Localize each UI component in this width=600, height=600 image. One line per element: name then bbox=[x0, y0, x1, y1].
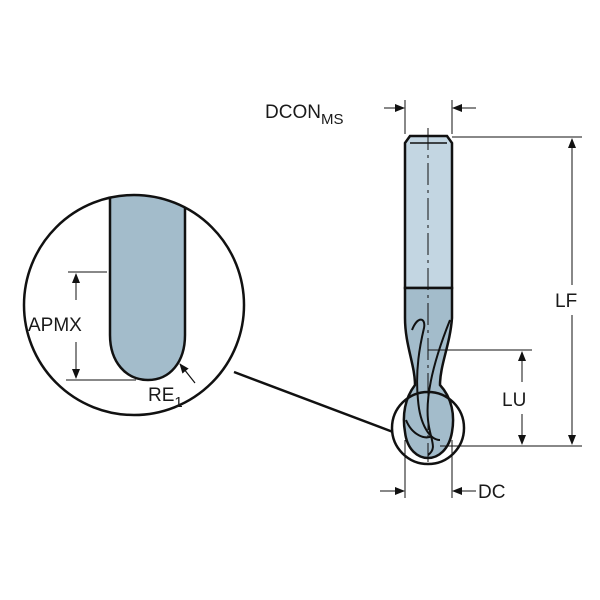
detail-leader-line bbox=[233, 370, 394, 434]
lu-label: LU bbox=[502, 390, 526, 411]
re-label: RE1 bbox=[148, 385, 183, 411]
dcon-label: DCONMS bbox=[265, 102, 343, 128]
lf-dimension bbox=[440, 136, 582, 447]
apmx-label: APMX bbox=[28, 315, 82, 336]
detail-marker-circle bbox=[390, 390, 466, 466]
dc-dimension bbox=[380, 440, 476, 498]
lu-dimension bbox=[428, 349, 532, 445]
lf-label: LF bbox=[555, 291, 577, 312]
dcon-dimension bbox=[384, 100, 476, 134]
end-mill-tool bbox=[402, 134, 455, 460]
flute-1 bbox=[411, 318, 441, 441]
detail-view: APMX RE1 bbox=[22, 193, 246, 417]
flute-3 bbox=[405, 419, 433, 439]
dc-label: DC bbox=[478, 482, 505, 503]
